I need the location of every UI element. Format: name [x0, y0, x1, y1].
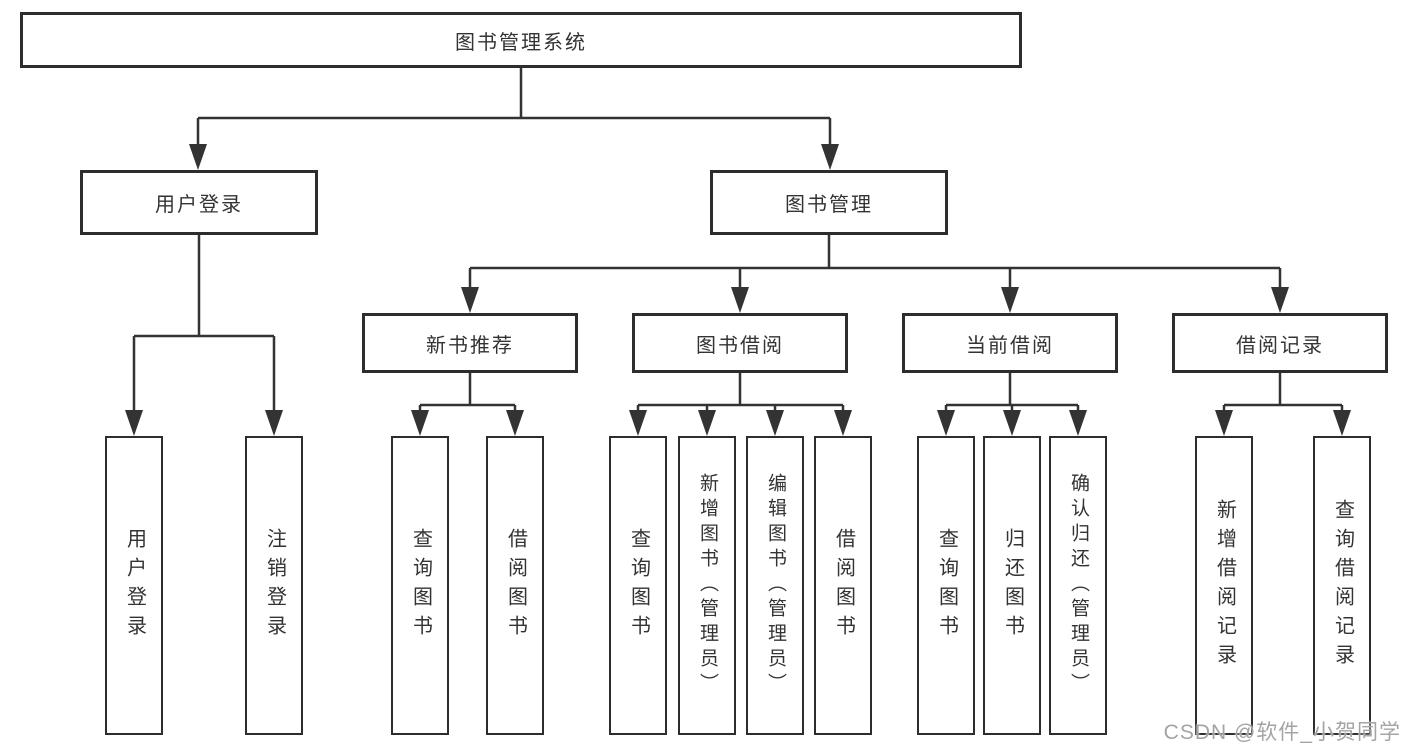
root-node-library-system: 图书管理系统	[20, 12, 1022, 68]
edge-borrow-group	[636, 373, 845, 412]
leaf-label: 用户登录	[123, 527, 146, 644]
arrowhead	[461, 287, 479, 313]
node-book-borrowing: 图书借阅	[632, 313, 848, 373]
leaf-edit-books-admin: 编辑图书（管理员）	[746, 436, 804, 735]
arrowhead	[411, 410, 429, 436]
leaf-logout: 注销登录	[245, 436, 303, 735]
leaf-label: 新增图书（管理员）	[696, 473, 718, 698]
leaf-add-borrow-record: 新增借阅记录	[1195, 436, 1253, 735]
leaf-label: 编辑图书（管理员）	[764, 473, 786, 698]
leaf-confirm-return-admin: 确认归还（管理员）	[1049, 436, 1107, 735]
arrowhead	[125, 410, 143, 436]
arrowhead	[1333, 410, 1351, 436]
leaf-label: 查询图书	[627, 527, 650, 644]
node-current-borrowing: 当前借阅	[902, 313, 1118, 373]
arrowhead	[766, 410, 784, 436]
node-new-book-recommendation: 新书推荐	[362, 313, 578, 373]
csdn-watermark: CSDN @软件_小贺同学	[1163, 721, 1401, 744]
leaf-label: 借阅图书	[504, 527, 527, 644]
leaf-add-books-admin: 新增图书（管理员）	[678, 436, 736, 735]
edge-root-stem	[196, 68, 832, 146]
leaf-label: 新增借阅记录	[1213, 498, 1236, 673]
arrowhead	[821, 144, 839, 170]
node-book-management: 图书管理	[710, 170, 948, 235]
arrowhead	[1069, 410, 1087, 436]
leaf-label: 查询图书	[409, 527, 432, 644]
edge-recommend-group	[418, 373, 517, 412]
leaf-query-borrow-record: 查询借阅记录	[1313, 436, 1371, 735]
arrowhead	[1215, 410, 1233, 436]
arrowhead	[629, 410, 647, 436]
leaf-return-books: 归还图书	[983, 436, 1041, 735]
arrowhead	[834, 410, 852, 436]
leaf-query-books-recommend: 查询图书	[391, 436, 449, 735]
leaf-label: 查询图书	[935, 527, 958, 644]
arrowhead	[731, 287, 749, 313]
leaf-borrow-books: 借阅图书	[814, 436, 872, 735]
arrowhead	[1001, 287, 1019, 313]
edge-management-group	[468, 235, 1282, 289]
leaf-user-login: 用户登录	[105, 436, 163, 735]
arrowhead	[1271, 287, 1289, 313]
edge-record-group	[1222, 373, 1344, 412]
leaf-borrow-books-recommend: 借阅图书	[486, 436, 544, 735]
leaf-query-books-borrow: 查询图书	[609, 436, 667, 735]
node-borrowing-records: 借阅记录	[1172, 313, 1388, 373]
leaf-label: 归还图书	[1001, 527, 1024, 644]
leaf-label: 确认归还（管理员）	[1067, 473, 1089, 698]
leaf-label: 查询借阅记录	[1331, 498, 1354, 673]
arrowhead	[698, 410, 716, 436]
arrowhead	[937, 410, 955, 436]
node-user-login: 用户登录	[80, 170, 318, 235]
leaf-label: 借阅图书	[832, 527, 855, 644]
edge-login-group	[132, 235, 276, 412]
edge-current-group	[944, 373, 1080, 412]
arrowhead	[265, 410, 283, 436]
arrowhead	[1003, 410, 1021, 436]
leaf-label: 注销登录	[263, 527, 286, 644]
arrowhead	[506, 410, 524, 436]
arrowhead	[189, 144, 207, 170]
leaf-query-books-current: 查询图书	[917, 436, 975, 735]
